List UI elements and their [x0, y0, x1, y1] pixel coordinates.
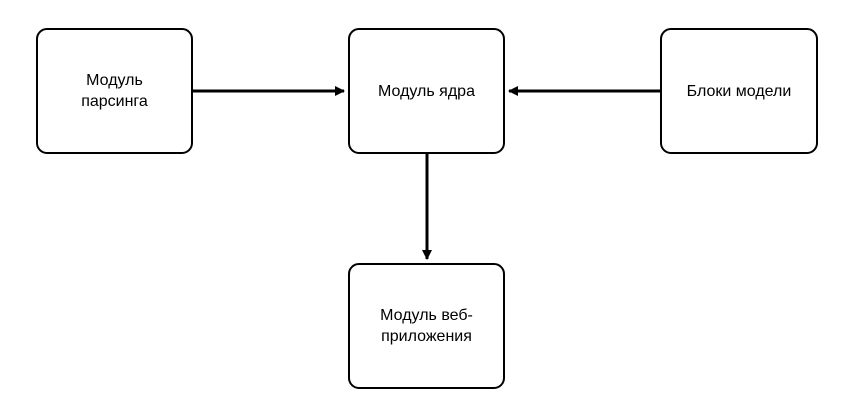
node-model-blocks: Блоки модели	[660, 28, 818, 154]
node-web-label: Модуль веб- приложения	[380, 307, 473, 345]
node-parsing-module: Модуль парсинга	[36, 28, 193, 154]
node-core-module: Модуль ядра	[348, 28, 505, 154]
node-blocks-label: Блоки модели	[686, 82, 792, 100]
node-web-app-module: Модуль веб- приложения	[348, 263, 505, 389]
node-core-label: Модуль ядра	[378, 82, 475, 100]
node-parsing-label: Модуль парсинга	[81, 72, 148, 110]
